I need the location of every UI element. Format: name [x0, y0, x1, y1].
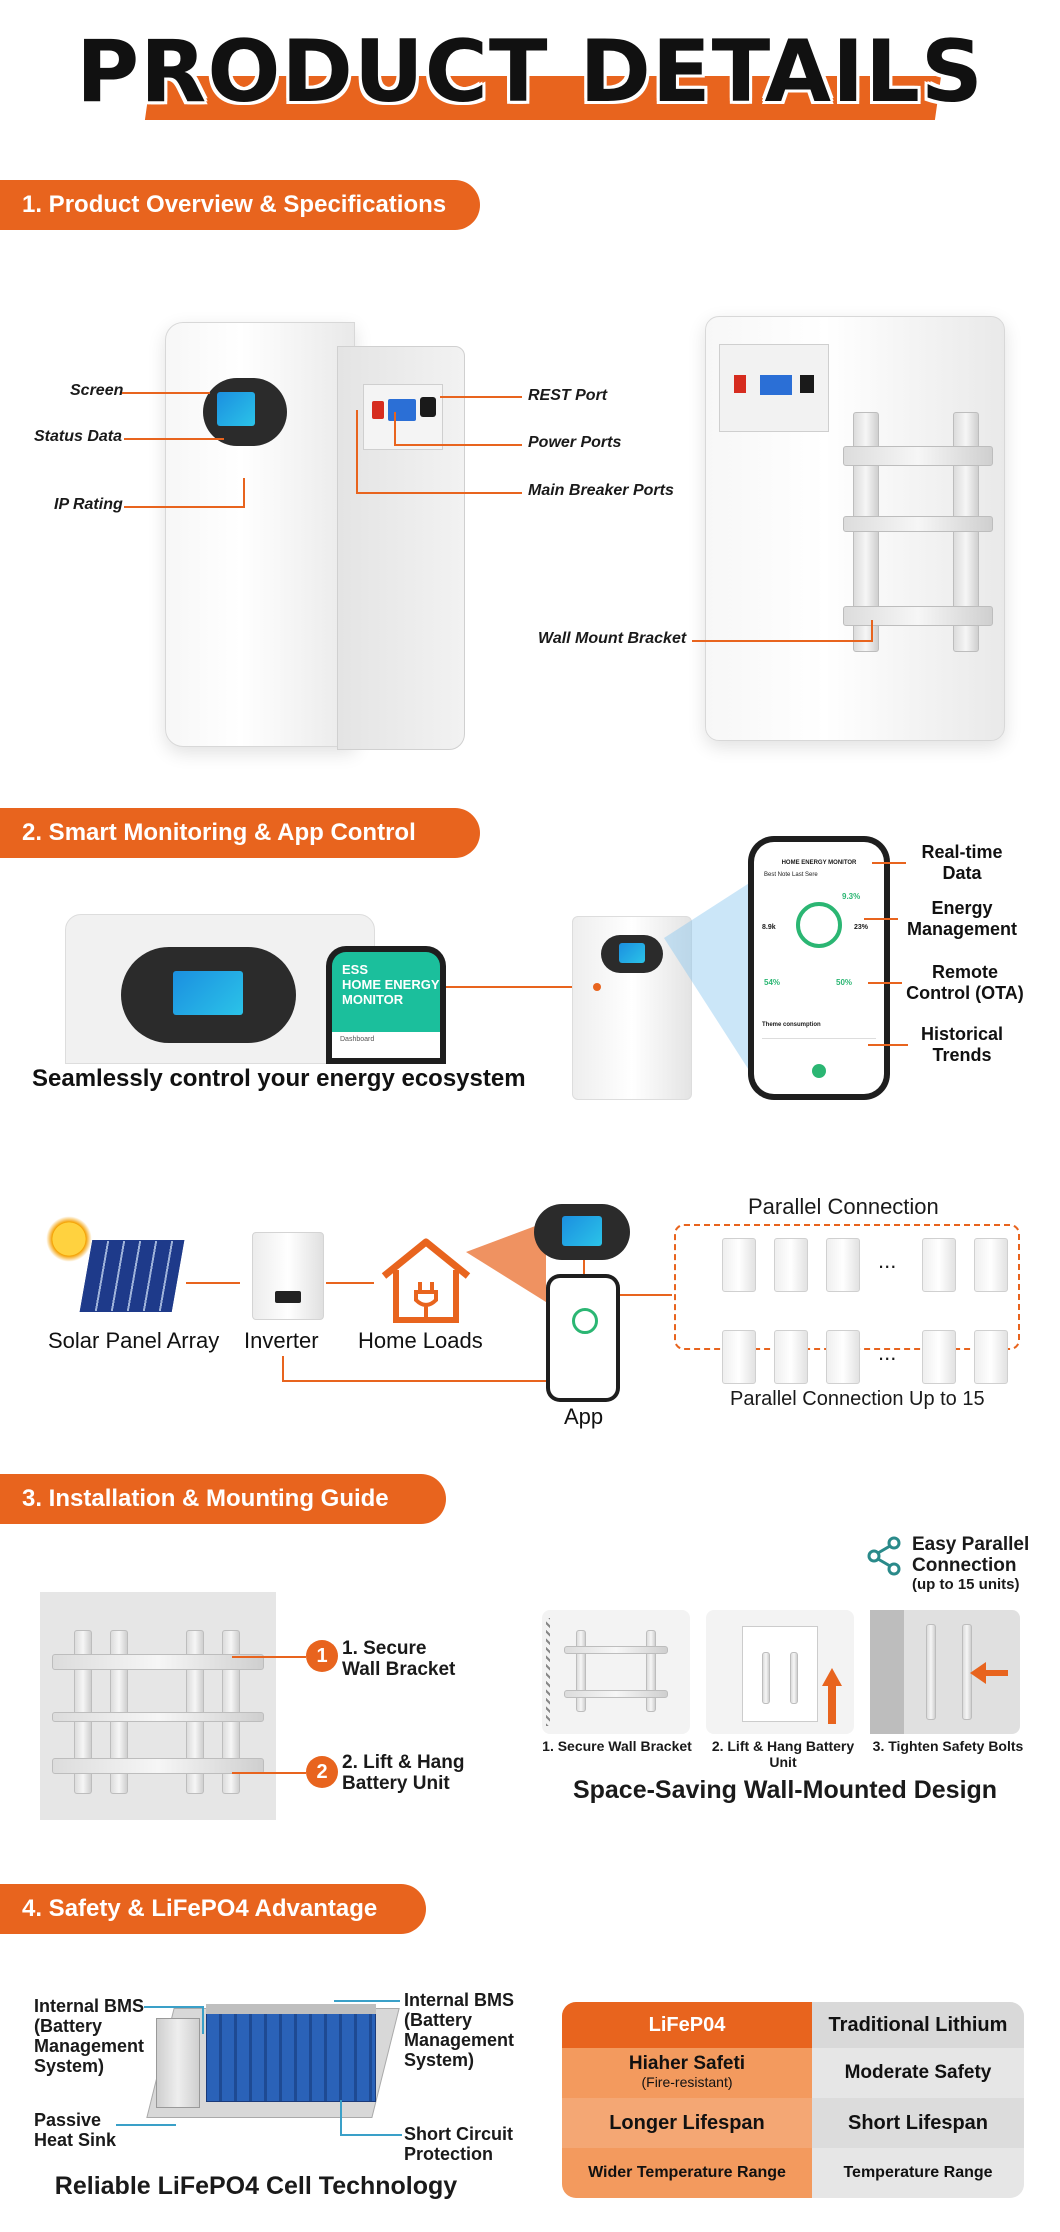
table-cell-right-2: Short Lifespan: [812, 2098, 1024, 2148]
short-circuit-label: Short Circuit Protection: [404, 2124, 514, 2164]
table-cell-left-1: Hiaher Safeti (Fire-resistant): [562, 2048, 812, 2098]
feature-energy: Energy Management: [906, 898, 1018, 939]
table-header-traditional: Traditional Lithium: [812, 2002, 1024, 2048]
section-2-title: 2. Smart Monitoring & App Control: [0, 808, 480, 858]
step-card-3: [870, 1610, 1020, 1734]
step-number-1: 1: [306, 1640, 338, 1672]
easy-parallel-label: Easy Parallel Connection: [912, 1534, 1030, 1576]
table-cell-left-3: Wider Temperature Range: [562, 2148, 812, 2198]
battery-rear-view: [705, 316, 1005, 746]
wall-bracket-image: [40, 1592, 276, 1820]
monitoring-tagline: Seamlessly control your energy ecosystem: [32, 1065, 526, 1092]
share-icon: [867, 1536, 901, 1576]
step-2-label: 2. Lift & Hang Battery Unit: [342, 1752, 465, 1794]
easy-parallel-sub: (up to 15 units): [912, 1576, 1020, 1593]
label-inverter: Inverter: [244, 1328, 319, 1353]
step-caption-3: 3. Tighten Safety Bolts: [872, 1738, 1024, 1754]
step-caption-1: 1. Secure Wall Bracket: [542, 1738, 692, 1754]
bms-label-right: Internal BMS (Battery Management System): [404, 1990, 515, 2070]
callout-ip-rating: IP Rating: [54, 496, 123, 513]
bms-label-left: Internal BMS (Battery Management System): [34, 1996, 145, 2076]
callout-power-ports: Power Ports: [528, 434, 622, 451]
step-card-2: [706, 1610, 854, 1734]
step-card-1: [542, 1610, 690, 1734]
table-header-lifepo4: LiFeP04: [562, 2002, 812, 2048]
feature-historical: Historical Trends: [920, 1024, 1004, 1065]
projection-beam: [664, 880, 754, 1078]
step-caption-2: 2. Lift & Hang Battery Unit: [711, 1738, 855, 1770]
phone-small: ESS HOME ENERGY MONITOR Dashboard: [326, 946, 446, 1064]
cell-tech-label: Reliable LiFePO4 Cell Technology: [54, 2172, 458, 2200]
home-icon: [381, 1238, 471, 1323]
phone-app-small: [546, 1274, 620, 1402]
feature-remote: Remote Control (OTA): [906, 962, 1024, 1003]
label-app: App: [564, 1404, 604, 1429]
label-home-loads: Home Loads: [358, 1328, 483, 1353]
label-parallel-sub: Parallel Connection Up to 15: [730, 1388, 985, 1410]
design-label: Space-Saving Wall-Mounted Design: [572, 1776, 998, 1804]
callout-wall-mount: Wall Mount Bracket: [538, 630, 687, 647]
section-1-title: 1. Product Overview & Specifications: [0, 180, 480, 230]
parallel-row-bottom: ...: [702, 1330, 1022, 1386]
battery-tall: [572, 916, 692, 1100]
solar-panel-icon: [79, 1240, 185, 1312]
callout-main-breaker: Main Breaker Ports: [528, 482, 674, 499]
step-1-label: 1. Secure Wall Bracket: [342, 1638, 456, 1680]
inverter-icon: [252, 1232, 324, 1320]
battery-screen: [203, 378, 287, 446]
section-3-title: 3. Installation & Mounting Guide: [0, 1474, 446, 1524]
screen-pill-icon: [534, 1204, 630, 1260]
phone-app: HOME ENERGY MONITOR Best Note Last Sere …: [748, 836, 890, 1100]
comparison-table: LiFeP04 Traditional Lithium Hiaher Safet…: [562, 2002, 1024, 2198]
sun-icon: [46, 1216, 92, 1262]
battery-cell-image: [146, 1990, 400, 2120]
callout-rest-port: REST Port: [528, 387, 608, 404]
orange-beam: [466, 1222, 546, 1302]
feature-realtime: Real-time Data: [921, 842, 1003, 883]
parallel-row-top: ...: [702, 1238, 1022, 1294]
port-panel: [363, 384, 443, 450]
step-number-2: 2: [306, 1756, 338, 1788]
label-parallel-title: Parallel Connection: [748, 1194, 939, 1219]
battery-closeup: [65, 914, 375, 1064]
callout-screen: Screen: [70, 382, 124, 399]
callout-status-data: Status Data: [34, 428, 123, 445]
table-cell-right-1: Moderate Safety: [812, 2048, 1024, 2098]
heat-sink-label: Passive Heat Sink: [34, 2110, 117, 2150]
section-4-title: 4. Safety & LiFePO4 Advantage: [0, 1884, 426, 1934]
battery-front-view: [165, 322, 465, 750]
page-title: PRODUCT DETAILS: [76, 22, 984, 122]
table-cell-right-3: Temperature Range: [812, 2148, 1024, 2198]
label-solar: Solar Panel Array: [48, 1328, 220, 1353]
table-cell-left-2: Longer Lifespan: [562, 2098, 812, 2148]
